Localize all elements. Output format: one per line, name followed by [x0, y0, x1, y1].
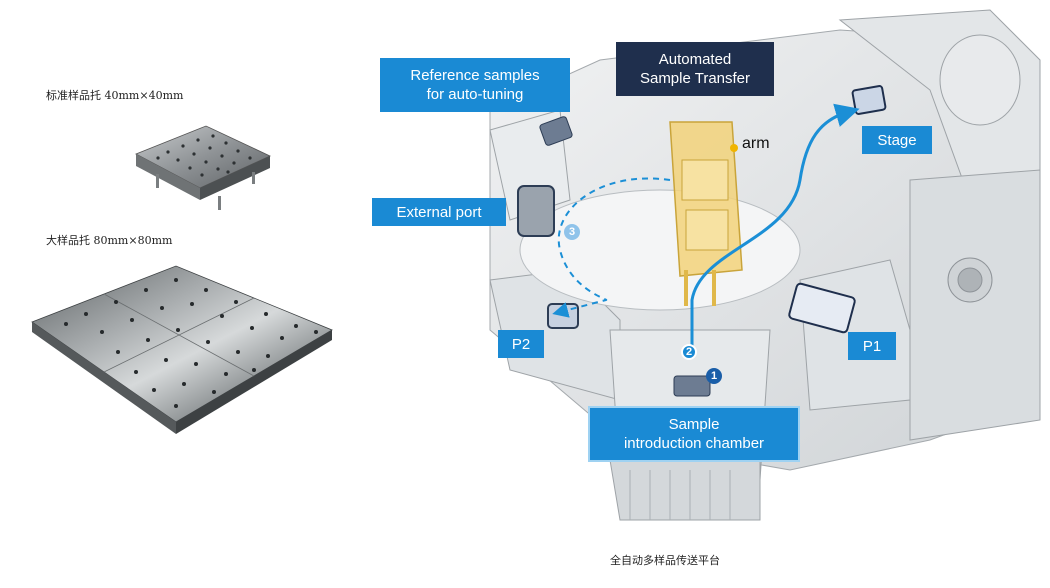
- automated-sample-transfer-label: Automated Sample Transfer: [616, 42, 774, 96]
- transfer-arm: [669, 121, 743, 306]
- large-holder-label: 大样品托 80mm×80mm: [46, 234, 173, 247]
- reference-sample-holder: [539, 116, 573, 146]
- step-1-marker: 1: [706, 368, 722, 384]
- p2-label: P2: [498, 330, 544, 358]
- stage-sample-holder: [851, 85, 887, 115]
- p1-sample-holder: [788, 282, 856, 334]
- figure-caption: 全自动多样品传送平台: [610, 554, 720, 567]
- step-2-marker: 2: [681, 344, 697, 360]
- external-port-label: External port: [372, 198, 506, 226]
- step-3-marker: 3: [564, 224, 580, 240]
- arm-label: arm: [742, 135, 770, 152]
- sample-introduction-chamber-label: Sample introduction chamber: [588, 406, 800, 462]
- transfer-path-solid: [690, 103, 860, 355]
- reference-samples-label: Reference samples for auto-tuning: [380, 58, 570, 112]
- stage-label: Stage: [862, 126, 932, 154]
- small-holder-label: 标准样品托 40mm×40mm: [46, 89, 184, 102]
- large-sample-holder-image: [31, 265, 333, 434]
- p1-label: P1: [848, 332, 896, 360]
- external-port-window: [517, 185, 555, 237]
- intro-chamber-sample-holder: [673, 375, 711, 397]
- small-sample-holder-image: [135, 125, 271, 210]
- transfer-path-dashed: [552, 177, 671, 318]
